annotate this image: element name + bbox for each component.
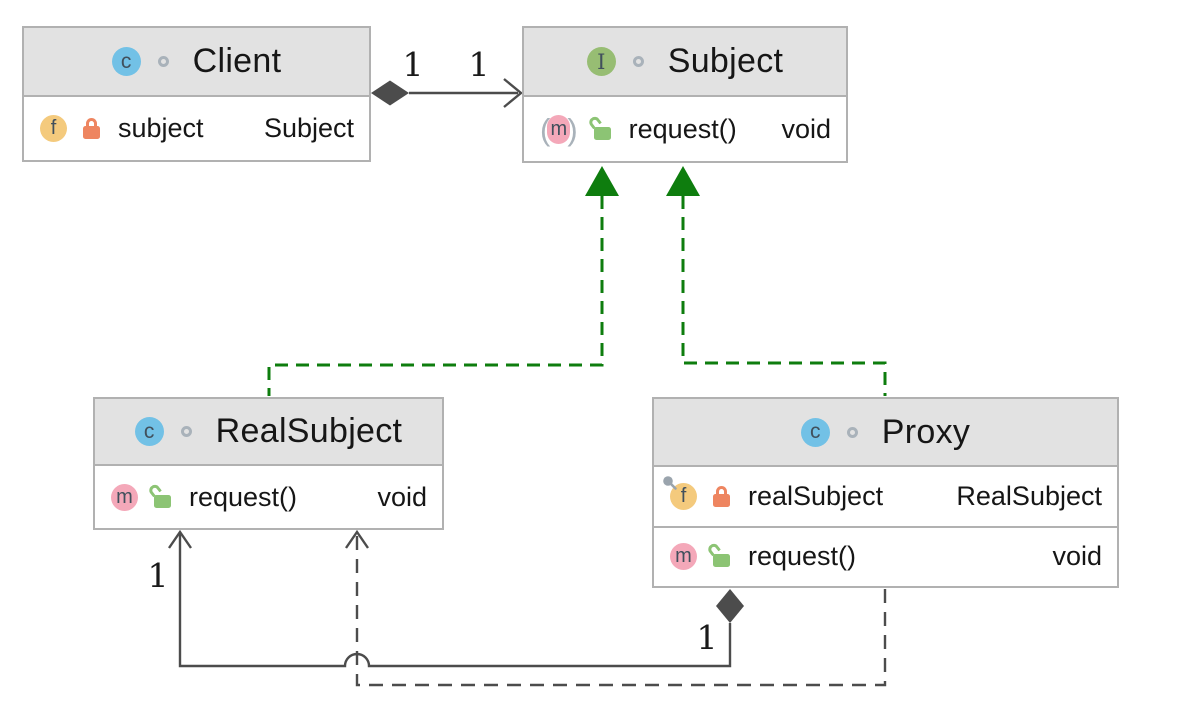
class-node-realsubject[interactable]: c RealSubject m request() void xyxy=(93,397,444,530)
class-title: RealSubject xyxy=(215,412,403,450)
multiplicity-label: 1 xyxy=(147,556,169,595)
member-row-field[interactable]: f subject Subject xyxy=(24,97,369,160)
class-title: Proxy xyxy=(881,412,971,451)
modifier-dot-icon xyxy=(157,56,169,67)
member-name: realSubject xyxy=(748,480,884,511)
member-name: request() xyxy=(628,113,737,144)
member-row-method[interactable]: m request() void xyxy=(95,466,442,528)
member-type: void xyxy=(377,481,427,512)
edge-realsubject-implements-subject[interactable] xyxy=(267,166,619,396)
member-row-method[interactable]: m request() void xyxy=(654,525,1117,586)
method-icon: m xyxy=(111,483,138,511)
member-row-field[interactable]: f realSubject RealSubject xyxy=(654,467,1117,526)
method-letter: m xyxy=(547,114,571,144)
member-row-method[interactable]: ( m ) request() void xyxy=(524,97,846,161)
edge-line xyxy=(178,534,732,668)
class-header-client[interactable]: c Client xyxy=(24,28,369,97)
class-icon: c xyxy=(134,417,164,446)
class-node-proxy[interactable]: c Proxy f realSubject RealSubject m requ… xyxy=(652,397,1119,588)
member-type: void xyxy=(1052,541,1102,572)
class-icon: c xyxy=(111,47,141,76)
public-lock-icon xyxy=(586,114,611,140)
member-name: subject xyxy=(118,113,204,143)
abstract-method-icon: ( m ) xyxy=(540,114,578,145)
edge-proxy-realsubject-dependency[interactable] xyxy=(345,529,887,687)
public-lock-icon xyxy=(147,482,171,508)
modifier-dot-icon xyxy=(632,56,644,67)
modifier-dot-icon xyxy=(846,426,858,438)
class-title: Client xyxy=(192,42,282,80)
private-lock-icon xyxy=(83,118,100,139)
aggregation-diamond-icon xyxy=(371,80,409,106)
multiplicity-label: 1 xyxy=(696,618,718,657)
class-header-subject[interactable]: I Subject xyxy=(524,28,846,97)
multiplicity-label: 1 xyxy=(468,45,490,84)
method-icon: m xyxy=(670,543,697,571)
open-arrowhead-icon xyxy=(503,78,523,108)
open-arrowhead-icon xyxy=(345,529,369,549)
member-type: RealSubject xyxy=(956,480,1102,511)
class-header-proxy[interactable]: c Proxy xyxy=(654,399,1117,467)
interface-icon: I xyxy=(586,47,616,76)
paren-close: ) xyxy=(567,111,578,147)
private-lock-icon xyxy=(713,485,730,507)
member-name: request() xyxy=(748,541,857,572)
edge-client-subject-aggregation[interactable] xyxy=(371,78,523,108)
member-type: Subject xyxy=(263,113,354,143)
class-title: Subject xyxy=(667,42,784,80)
realization-arrowhead-icon xyxy=(585,166,619,196)
realization-arrowhead-icon xyxy=(666,166,700,196)
interface-node-subject[interactable]: I Subject ( m ) request() void xyxy=(522,26,848,163)
class-header-realsubject[interactable]: c RealSubject xyxy=(95,399,442,466)
class-icon: c xyxy=(800,417,830,447)
paren-open: ( xyxy=(540,111,551,147)
member-name: request() xyxy=(189,481,298,512)
public-lock-icon xyxy=(706,541,730,568)
multiplicity-label: 1 xyxy=(402,45,424,84)
open-arrowhead-icon xyxy=(168,529,192,549)
edge-line xyxy=(681,196,887,396)
modifier-dot-icon xyxy=(180,426,192,437)
edge-line xyxy=(267,196,604,396)
class-node-client[interactable]: c Client f subject Subject xyxy=(22,26,371,162)
aggregation-diamond-icon xyxy=(716,589,744,623)
edge-proxy-implements-subject[interactable] xyxy=(666,166,887,396)
pin-icon xyxy=(663,475,677,490)
field-icon: f xyxy=(40,115,67,142)
edge-line xyxy=(355,534,887,687)
member-type: void xyxy=(781,113,831,144)
